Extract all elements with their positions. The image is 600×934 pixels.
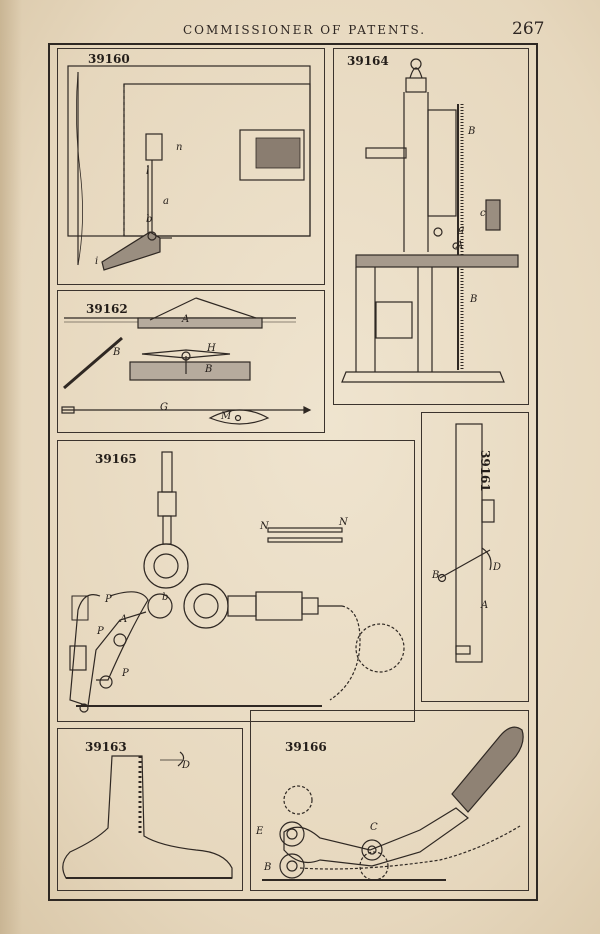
label-39162-G: G	[160, 402, 168, 413]
drawing-39161	[437, 423, 495, 663]
figure-number-39164: 39164	[347, 54, 389, 68]
label-39160-i: i	[95, 256, 99, 267]
label-39160-l: l	[146, 166, 150, 177]
figure-number-39163: 39163	[85, 740, 127, 754]
figure-39163-frame	[57, 728, 243, 891]
label-39160-n: n	[176, 142, 183, 153]
book-spine-shadow	[0, 0, 22, 934]
label-39164-B-top: B	[468, 126, 476, 137]
label-39166-C: C	[370, 822, 378, 833]
label-39162-A: A	[182, 314, 190, 325]
label-39160-b: b	[146, 214, 153, 225]
label-39165-P-top: P	[105, 594, 112, 605]
figure-39161-frame	[421, 412, 529, 702]
label-39164-c: c	[480, 208, 486, 219]
drawing-39164	[341, 58, 519, 383]
figure-number-39161: 39161	[478, 450, 492, 492]
label-39165-P-bottom: P	[122, 668, 129, 679]
label-39161-D: D	[493, 562, 502, 573]
drawing-39163	[62, 751, 233, 879]
drawing-39162	[61, 297, 312, 425]
figure-39164-frame	[333, 48, 529, 405]
label-39163-D: D	[182, 760, 191, 771]
figure-39160-frame	[57, 48, 325, 285]
figure-number-39166: 39166	[285, 740, 327, 754]
label-39165-P-mid: P	[97, 626, 104, 637]
running-header: COMMISSIONER OF PATENTS.	[183, 23, 427, 37]
label-39166-E: E	[256, 826, 264, 837]
label-39162-H: H	[207, 343, 216, 354]
figure-39162-frame	[57, 290, 325, 433]
page-number: 267	[512, 19, 545, 39]
drawing-39165	[69, 451, 405, 713]
drawing-39166	[262, 726, 524, 881]
label-39165-N-left: N	[260, 521, 269, 532]
label-39162-M: M	[221, 411, 232, 422]
figure-39166-frame	[250, 710, 529, 891]
label-39165-A: A	[120, 614, 128, 625]
label-39161-B: B	[432, 570, 440, 581]
label-39165-N-right: N	[339, 517, 348, 528]
figure-number-39162: 39162	[86, 302, 128, 316]
label-39160-a: a	[163, 196, 169, 207]
label-39162-B-left: B	[113, 347, 121, 358]
label-39164-B-bottom: B	[470, 294, 478, 305]
label-39164-g: g	[458, 224, 465, 235]
label-39164-A: A	[456, 240, 464, 251]
drawing-39160	[67, 65, 311, 271]
label-39165-b: b	[162, 592, 169, 603]
label-39162-B-right: B	[205, 364, 213, 375]
label-39166-B: B	[264, 862, 272, 873]
figure-number-39160: 39160	[88, 52, 130, 66]
label-39161-A: A	[481, 600, 489, 611]
figure-number-39165: 39165	[95, 452, 137, 466]
figure-39165-frame	[57, 440, 415, 722]
plate-border	[48, 43, 538, 901]
